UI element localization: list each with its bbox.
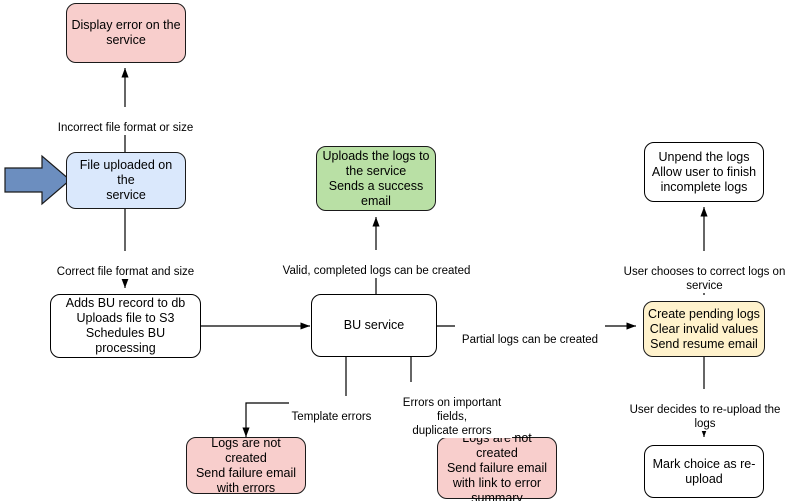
edge-label-template-errors: Template errors <box>289 396 374 424</box>
edge-label-template-errors-text: Template errors <box>291 411 372 423</box>
edge-label-user-chooses-correct-text: User chooses to correct logs on service <box>623 266 786 292</box>
edge-label-user-chooses-correct: User chooses to correct logs on service <box>608 251 801 293</box>
edge-label-incorrect-format-text: Incorrect file format or size <box>57 122 194 134</box>
node-mark-choice-as-re-upload-label: Mark choice as re- upload <box>652 456 756 486</box>
edge-label-errors-on-important-fields-text: Errors on important fields, duplicate er… <box>402 397 502 437</box>
edge-label-partial-logs-text: Partial logs can be created <box>461 334 599 346</box>
node-file-uploaded[interactable]: File uploaded on the service <box>66 152 186 209</box>
node-logs-not-created-template-label: Logs are not created Send failure email … <box>195 435 297 495</box>
node-logs-not-created-errors-label: Logs are not created Send failure email … <box>446 430 548 501</box>
node-uploads-the-logs[interactable]: Uploads the logs to the service Sends a … <box>316 146 436 211</box>
edge-label-correct-format-text: Correct file format and size <box>56 266 195 278</box>
edge-label-incorrect-format: Incorrect file format or size <box>48 107 203 135</box>
entry-arrow-icon <box>4 154 71 206</box>
node-create-pending-logs-label: Create pending logs Clear invalid values… <box>648 306 760 351</box>
node-create-pending-logs[interactable]: Create pending logs Clear invalid values… <box>643 301 765 357</box>
edge-label-partial-logs: Partial logs can be created <box>455 319 605 347</box>
node-bu-service-label: BU service <box>343 318 405 332</box>
node-adds-bu-record[interactable]: Adds BU record to db Uploads file to S3 … <box>50 294 201 358</box>
edge-label-valid-completed-logs: Valid, completed logs can be created <box>275 250 478 278</box>
node-uploads-the-logs-label: Uploads the logs to the service Sends a … <box>322 148 430 208</box>
node-bu-service[interactable]: BU service <box>311 294 437 357</box>
edge-label-correct-format: Correct file format and size <box>49 251 202 279</box>
node-file-uploaded-label: File uploaded on the service <box>79 158 173 202</box>
node-display-error-label: Display error on the service <box>71 18 181 47</box>
node-logs-not-created-template[interactable]: Logs are not created Send failure email … <box>186 435 306 495</box>
node-unpend-the-logs[interactable]: Unpend the logs Allow user to finish inc… <box>644 142 764 202</box>
node-mark-choice-as-re-upload[interactable]: Mark choice as re- upload <box>644 445 764 498</box>
edge-label-errors-on-important-fields: Errors on important fields, duplicate er… <box>392 382 512 438</box>
node-adds-bu-record-label: Adds BU record to db Uploads file to S3 … <box>65 296 186 355</box>
node-logs-not-created-errors[interactable]: Logs are not created Send failure email … <box>437 431 557 501</box>
edge-label-user-reuploads: User decides to re-upload the logs <box>617 389 793 431</box>
node-display-error[interactable]: Display error on the service <box>66 3 186 63</box>
edge-label-user-reuploads-text: User decides to re-upload the logs <box>629 404 781 430</box>
node-unpend-the-logs-label: Unpend the logs Allow user to finish inc… <box>651 149 757 194</box>
edge-label-valid-completed-logs-text: Valid, completed logs can be created <box>282 265 471 277</box>
